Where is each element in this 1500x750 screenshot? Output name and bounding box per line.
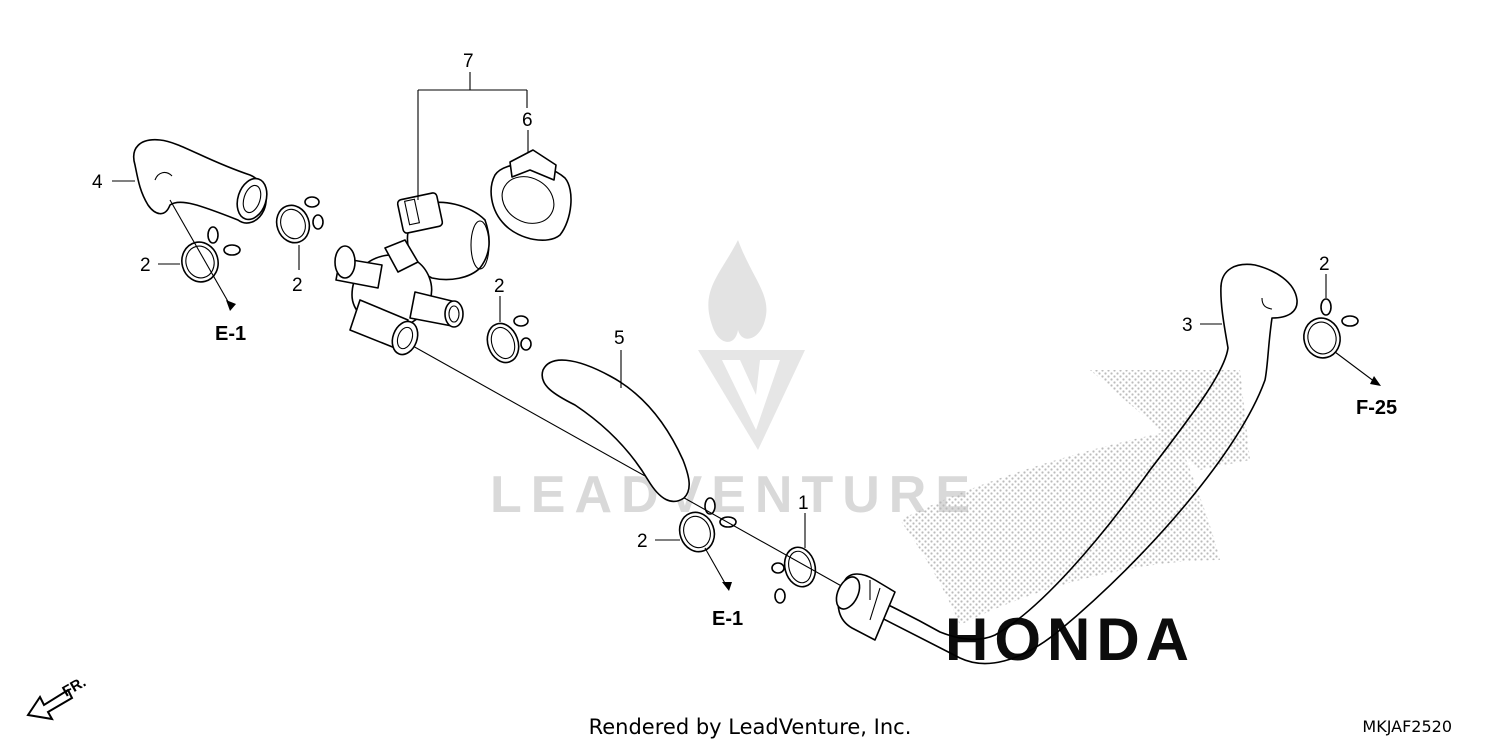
hose-5[interactable] [541,359,690,503]
callout-2-left: 2 [140,255,151,276]
callout-1: 1 [798,493,809,514]
watermark-text: LEADVENTURE [490,466,979,524]
leadventure-watermark: LEADVENTURE [490,240,979,524]
clamp-2-upper-left[interactable] [177,226,241,286]
callout-7: 7 [463,51,474,72]
ref-e1-left[interactable]: E-1 [215,323,246,345]
callout-4: 4 [92,172,103,193]
rendered-by-credit: Rendered by LeadVenture, Inc. [588,715,912,739]
hose-4[interactable] [133,139,272,224]
diagram-code: MKJAF2520 [1362,717,1452,736]
callout-6: 6 [522,110,533,131]
pipe-3[interactable] [832,263,1298,665]
ref-e1-center[interactable]: E-1 [712,608,743,630]
assembly-reference-line [394,335,846,589]
air-injection-valve-7[interactable] [334,192,490,358]
callout-2-valve-outlet: 2 [494,276,505,297]
clamp-1[interactable] [771,544,820,604]
callout-5: 5 [614,328,625,349]
callout-3: 3 [1182,315,1193,336]
honda-watermark-text: HONDA [945,606,1195,673]
clamp-2-upper-middle[interactable] [271,196,324,247]
band-clamp-6[interactable] [490,149,572,241]
clamp-2-upper-right[interactable] [1299,298,1359,362]
callout-2-right: 2 [1319,254,1330,275]
leader-lines [112,72,1381,591]
clamp-2-valve-outlet[interactable] [482,315,532,367]
ref-f25[interactable]: F-25 [1356,397,1397,419]
callout-2-upper-middle: 2 [292,275,303,296]
clamp-2-lower-middle[interactable] [674,497,737,557]
front-direction-arrow: FR. [26,674,89,721]
callout-2-lower-middle: 2 [637,531,648,552]
honda-watermark: HONDA [900,370,1250,673]
